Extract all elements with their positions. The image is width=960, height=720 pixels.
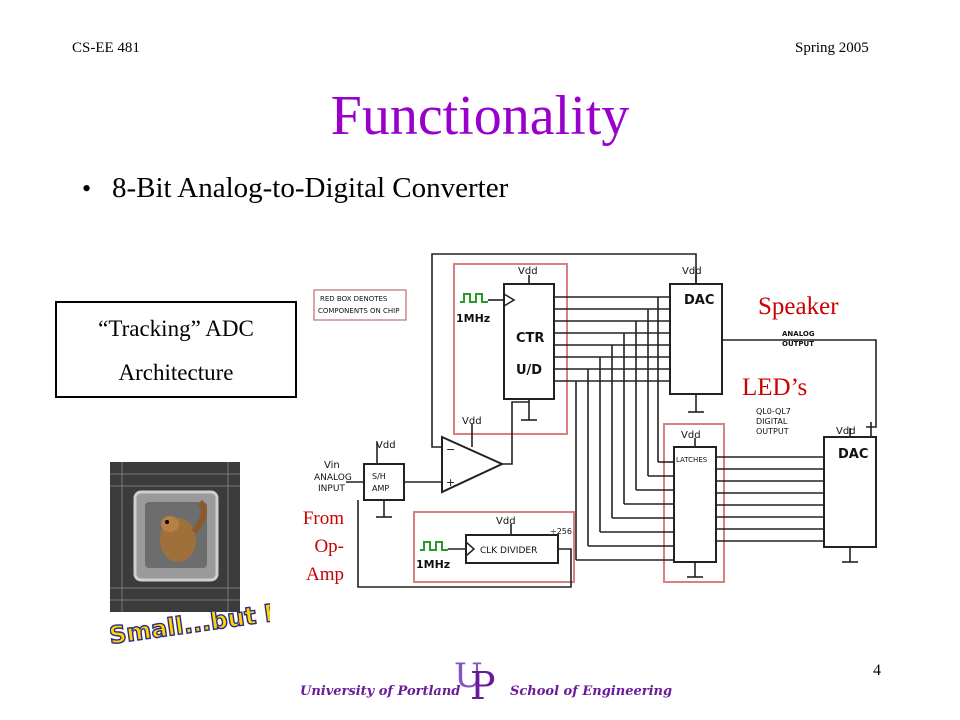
architecture-box-line1: “Tracking” ADC [98, 316, 254, 341]
from-op-amp-line3: Amp [306, 564, 344, 585]
adc-schematic: RED BOX DENOTES COMPONENTS ON CHIP Vdd V… [313, 253, 877, 588]
on-chip-box-latches [663, 423, 725, 583]
bullet-text: 8-Bit Analog-to-Digital Converter [112, 172, 509, 204]
from-op-amp-label: From Op- Amp [282, 505, 344, 589]
on-chip-box-counter [453, 263, 568, 435]
footer-university: University of Portland [300, 684, 461, 699]
analog-output-label-1: ANALOG [782, 330, 815, 338]
dac-top-label: DAC [684, 293, 714, 308]
analog-input-label-1: ANALOG [314, 473, 352, 483]
analog-output-label-2: OUTPUT [782, 340, 814, 348]
vdd-label-sample-hold: Vdd [376, 440, 396, 451]
digital-output-ql-label: QL0-QL7 [756, 407, 791, 416]
speaker-label: Speaker [758, 293, 839, 320]
bullet-dot-icon: • [82, 173, 92, 203]
latches-label: LATCHES [676, 456, 708, 464]
course-label: CS-EE 481 [72, 40, 140, 56]
latches-block [673, 446, 717, 563]
sample-hold-block [363, 463, 405, 501]
divide-256-label: ÷256 [550, 527, 572, 536]
vdd-label-dac-bottom: Vdd [836, 426, 856, 437]
architecture-box-line2: Architecture [118, 360, 234, 385]
dac-bottom-label: DAC [838, 447, 868, 462]
chip-mascot-image: Small...but FIERCE! [110, 462, 270, 651]
logo-u: U [454, 656, 483, 696]
legend-note-line1: RED BOX DENOTES [320, 295, 388, 303]
vin-label: Vin [324, 460, 340, 471]
from-op-amp-line2: Op- [314, 536, 344, 557]
vdd-label-dac-top: Vdd [682, 266, 702, 277]
comparator-plus: + [446, 476, 455, 489]
up-down-label: U/D [516, 363, 542, 378]
page-number: 4 [873, 662, 881, 679]
from-op-amp-line1: From [302, 508, 344, 529]
clock-divider-label: CLK DIVIDER [480, 546, 537, 556]
digital-output-label-2: OUTPUT [756, 427, 789, 436]
legend-note-line2: COMPONENTS ON CHIP [318, 307, 399, 315]
counter-label: CTR [516, 331, 544, 346]
vdd-label-counter: Vdd [518, 266, 538, 277]
clock-freq-label-bottom: 1MHz [416, 558, 450, 571]
bullet-item: • 8-Bit Analog-to-Digital Converter [82, 172, 508, 205]
digital-output-label-1: DIGITAL [756, 417, 788, 426]
comparator-symbol [441, 435, 505, 494]
on-chip-box-clock [413, 511, 575, 583]
sample-hold-label-2: AMP [372, 484, 389, 493]
architecture-box: “Tracking” ADC Architecture [55, 301, 297, 398]
slide-title: Functionality [330, 85, 630, 147]
leds-label: LED’s [742, 374, 808, 401]
clock-freq-label-top: 1MHz [456, 312, 490, 325]
vdd-label-comparator: Vdd [462, 416, 482, 427]
term-label: Spring 2005 [795, 40, 869, 56]
up-logo: U P [454, 656, 496, 703]
vdd-label-clock-divider: Vdd [496, 516, 516, 527]
footer-school: School of Engineering [510, 684, 673, 699]
vdd-label-latches: Vdd [681, 430, 701, 441]
analog-input-label-2: INPUT [318, 484, 345, 494]
logo-p: P [470, 664, 496, 703]
legend-note-box [313, 289, 407, 321]
comparator-minus: − [446, 443, 455, 456]
sample-hold-label-1: S/H [372, 472, 386, 481]
